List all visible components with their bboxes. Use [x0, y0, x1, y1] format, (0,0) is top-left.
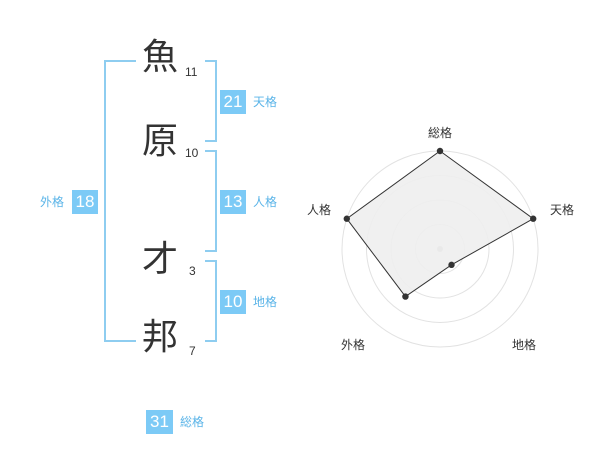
jinkaku-label: 人格 — [253, 195, 278, 209]
radar-point-1 — [436, 147, 444, 155]
radar-point-2 — [530, 215, 537, 222]
radar-point-3 — [448, 261, 455, 269]
chikaku-label: 地格 — [253, 295, 278, 309]
radar-point-4 — [402, 293, 409, 300]
stroke-count-2: 10 — [185, 146, 199, 160]
jinkaku-value: 13 — [220, 190, 246, 214]
radar-axis-label-soukaku: 総格 — [428, 126, 453, 140]
stroke-count-1: 11 — [185, 65, 198, 79]
soukaku-value: 31 — [146, 410, 173, 434]
stroke-count-3: 3 — [189, 264, 196, 278]
name-char-4: 邦 — [141, 317, 178, 358]
tenkaku-bracket — [205, 60, 217, 142]
gaikaku-label: 外格 — [40, 195, 65, 209]
tenkaku-value: 21 — [220, 90, 246, 114]
name-char-2: 原 — [141, 121, 178, 162]
tenkaku-label: 天格 — [253, 95, 278, 109]
radar-point-5 — [343, 215, 350, 222]
stroke-count-4: 7 — [189, 344, 196, 358]
radar-axis-label-gaikaku: 外格 — [341, 338, 366, 352]
radar-polygon — [346, 150, 535, 298]
radar-axis-label-jinkaku: 人格 — [307, 203, 332, 217]
name-char-1: 魚 — [141, 37, 178, 78]
name-char-3: 才 — [141, 239, 178, 280]
chikaku-value: 10 — [220, 290, 246, 314]
jinkaku-bracket — [205, 150, 217, 252]
radar-axis-label-tenkaku: 天格 — [550, 203, 575, 217]
gaikaku-value: 18 — [72, 190, 98, 214]
chikaku-bracket — [205, 260, 217, 342]
gaikaku-bracket — [104, 60, 136, 342]
radar-axis-label-chikaku: 地格 — [512, 338, 537, 352]
soukaku-label: 総格 — [180, 415, 205, 429]
radar-points — [343, 147, 537, 300]
